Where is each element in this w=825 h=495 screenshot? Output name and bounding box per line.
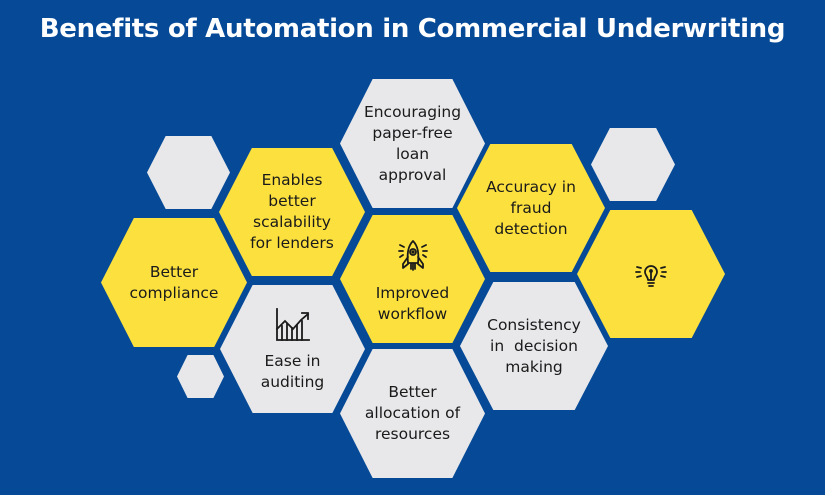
hex-label-line: Improved <box>375 284 450 302</box>
hex-label-line: Ease in <box>264 352 321 370</box>
hex-label-line: paper-free <box>372 123 453 142</box>
hex-accuracy-fraud: Accuracy in fraud detection <box>457 144 605 272</box>
hex-lightbulb <box>577 210 725 338</box>
hex-label-line: resources <box>374 425 451 443</box>
decorative-hex-small <box>177 355 224 398</box>
hex-paper-free: Encouraging paper-free loan approval <box>340 79 485 208</box>
hex-label-line: compliance <box>129 283 219 302</box>
hex-label-line: Encouraging <box>363 102 462 121</box>
lightbulb-icon <box>635 265 667 287</box>
hex-label-line: for lenders <box>250 234 334 252</box>
hex-label-line: Better <box>388 383 437 401</box>
hex-consistency: Consistency in decision making <box>460 282 608 410</box>
hex-label-line: in decision <box>490 336 578 355</box>
hex-better-compliance: Better compliance <box>101 218 247 347</box>
hex-enables-scalability: Enables better scalability for lenders <box>219 148 365 276</box>
hex-label-line: Enables <box>261 171 323 189</box>
rocket-icon <box>397 240 428 271</box>
growth-chart-icon <box>275 308 310 341</box>
decorative-hex-left <box>147 136 230 209</box>
hex-label-line: Consistency <box>487 315 581 334</box>
hex-label-line: Accuracy in <box>486 177 576 196</box>
hex-label-line: allocation of <box>364 404 461 422</box>
hex-label-line: better <box>268 192 316 210</box>
hex-label-line: Better <box>149 262 199 281</box>
hex-label-line: making <box>505 357 563 376</box>
page-title: Benefits of Automation in Commercial Und… <box>39 14 786 44</box>
hex-label-line: workflow <box>377 305 448 323</box>
hex-label-line: approval <box>378 165 447 184</box>
hex-label-line: auditing <box>260 373 325 391</box>
hex-label-line: loan <box>395 144 430 163</box>
hex-improved-workflow: Improved workflow <box>340 215 485 343</box>
hex-better-allocation: Better allocation of resources <box>340 349 485 478</box>
decorative-hex-right <box>591 128 675 201</box>
hex-label-line: scalability <box>253 213 331 231</box>
hex-label-line: detection <box>494 219 568 238</box>
hex-ease-auditing: Ease in auditing <box>220 285 365 413</box>
hex-label-line: fraud <box>510 198 552 217</box>
